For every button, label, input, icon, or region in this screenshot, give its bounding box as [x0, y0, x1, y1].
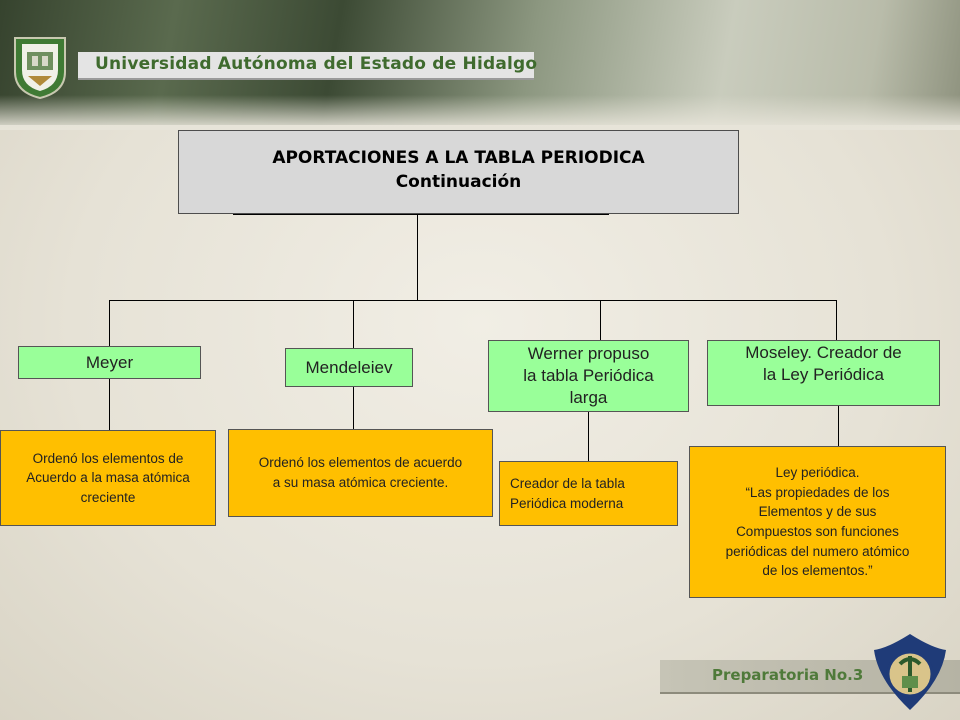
branch-mendeleiev	[353, 300, 354, 348]
link-werner	[588, 412, 589, 461]
link-mendeleiev	[353, 387, 354, 429]
link-moseley	[838, 406, 839, 446]
diagram-title: APORTACIONES A LA TABLA PERIODICA	[272, 148, 645, 168]
diagram-title-box: APORTACIONES A LA TABLA PERIODICA Contin…	[178, 130, 739, 214]
branch-moseley	[836, 300, 837, 340]
branch-werner	[600, 300, 601, 340]
node-moseley: Moseley. Creador de la Ley Periódica	[707, 340, 940, 406]
link-meyer	[109, 379, 110, 430]
branch-bar	[109, 300, 837, 301]
school-emblem-icon	[874, 634, 946, 710]
diagram-subtitle: Continuación	[395, 172, 522, 192]
contribution-moseley: Ley periódica. “Las propiedades de los E…	[689, 446, 946, 598]
contribution-werner: Creador de la tabla Periódica moderna	[499, 461, 678, 526]
branch-meyer	[109, 300, 110, 346]
contribution-meyer: Ordenó los elementos de Acuerdo a la mas…	[0, 430, 216, 526]
node-mendeleiev: Mendeleiev	[285, 348, 413, 387]
node-werner: Werner propuso la tabla Periódica larga	[488, 340, 689, 412]
title-underline	[233, 214, 609, 215]
university-band	[78, 52, 534, 80]
contribution-mendeleiev: Ordenó los elementos de acuerdo a su mas…	[228, 429, 493, 517]
school-name: Preparatoria No.3	[712, 666, 864, 684]
trunk-line	[417, 214, 418, 301]
node-meyer: Meyer	[18, 346, 201, 379]
university-name: Universidad Autónoma del Estado de Hidal…	[95, 54, 538, 74]
university-logo-icon	[14, 37, 66, 100]
header-fade	[0, 95, 960, 130]
